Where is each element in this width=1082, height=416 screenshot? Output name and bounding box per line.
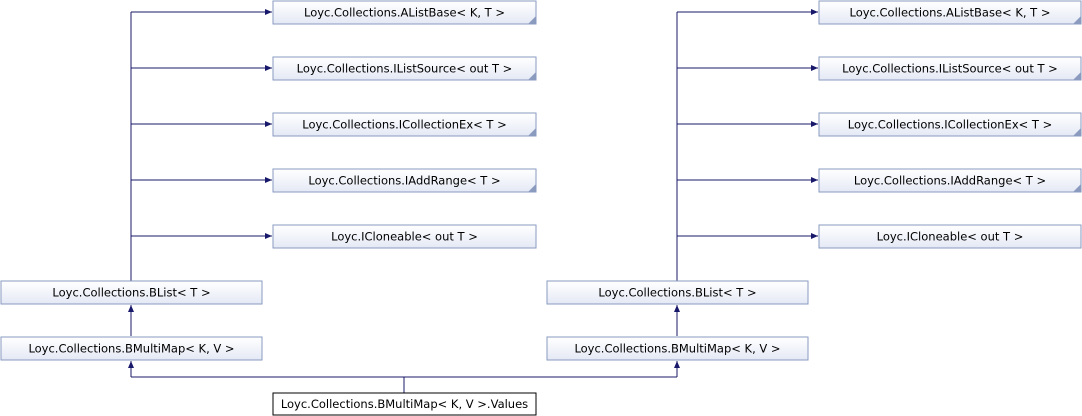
left-base-label-1: Loyc.Collections.IListSource< out T > bbox=[297, 62, 513, 76]
focus-label: Loyc.Collections.BMultiMap< K, V >.Value… bbox=[281, 397, 528, 411]
left-base-node-0[interactable]: Loyc.Collections.AListBase< K, T > bbox=[272, 0, 537, 25]
left-base-label-4: Loyc.ICloneable< out T > bbox=[331, 230, 478, 244]
right-base-label-1: Loyc.Collections.IListSource< out T > bbox=[842, 62, 1058, 76]
right-base-node-1[interactable]: Loyc.Collections.IListSource< out T > bbox=[818, 56, 1082, 81]
right-edges bbox=[674, 9, 818, 336]
left-bmultimap-label: Loyc.Collections.BMultiMap< K, V > bbox=[28, 342, 234, 356]
right-base-label-3: Loyc.Collections.IAddRange< T > bbox=[854, 174, 1046, 188]
right-base-label-4: Loyc.ICloneable< out T > bbox=[877, 230, 1024, 244]
left-bmultimap-node[interactable]: Loyc.Collections.BMultiMap< K, V > bbox=[0, 336, 263, 361]
right-base-label-2: Loyc.Collections.ICollectionEx< T > bbox=[848, 118, 1053, 132]
left-base-node-4[interactable]: Loyc.ICloneable< out T > bbox=[272, 224, 537, 249]
focus-node: Loyc.Collections.BMultiMap< K, V >.Value… bbox=[272, 392, 537, 416]
right-base-label-0: Loyc.Collections.AListBase< K, T > bbox=[850, 6, 1051, 20]
left-base-label-2: Loyc.Collections.ICollectionEx< T > bbox=[302, 118, 507, 132]
left-blist-label: Loyc.Collections.BList< T > bbox=[52, 286, 210, 300]
left-base-node-3[interactable]: Loyc.Collections.IAddRange< T > bbox=[272, 168, 537, 193]
right-base-node-0[interactable]: Loyc.Collections.AListBase< K, T > bbox=[818, 0, 1082, 25]
left-base-label-3: Loyc.Collections.IAddRange< T > bbox=[308, 174, 500, 188]
left-base-node-2[interactable]: Loyc.Collections.ICollectionEx< T > bbox=[272, 112, 537, 137]
right-bmultimap-node[interactable]: Loyc.Collections.BMultiMap< K, V > bbox=[546, 336, 809, 361]
right-base-node-2[interactable]: Loyc.Collections.ICollectionEx< T > bbox=[818, 112, 1082, 137]
left-base-label-0: Loyc.Collections.AListBase< K, T > bbox=[304, 6, 505, 20]
focus-edges bbox=[128, 361, 680, 393]
right-blist-node[interactable]: Loyc.Collections.BList< T > bbox=[546, 280, 809, 305]
right-base-node-4[interactable]: Loyc.ICloneable< out T > bbox=[818, 224, 1082, 249]
left-blist-node[interactable]: Loyc.Collections.BList< T > bbox=[0, 280, 263, 305]
left-base-node-1[interactable]: Loyc.Collections.IListSource< out T > bbox=[272, 56, 537, 81]
left-edges bbox=[128, 9, 272, 336]
right-base-node-3[interactable]: Loyc.Collections.IAddRange< T > bbox=[818, 168, 1082, 193]
right-bmultimap-label: Loyc.Collections.BMultiMap< K, V > bbox=[574, 342, 780, 356]
right-blist-label: Loyc.Collections.BList< T > bbox=[598, 286, 756, 300]
